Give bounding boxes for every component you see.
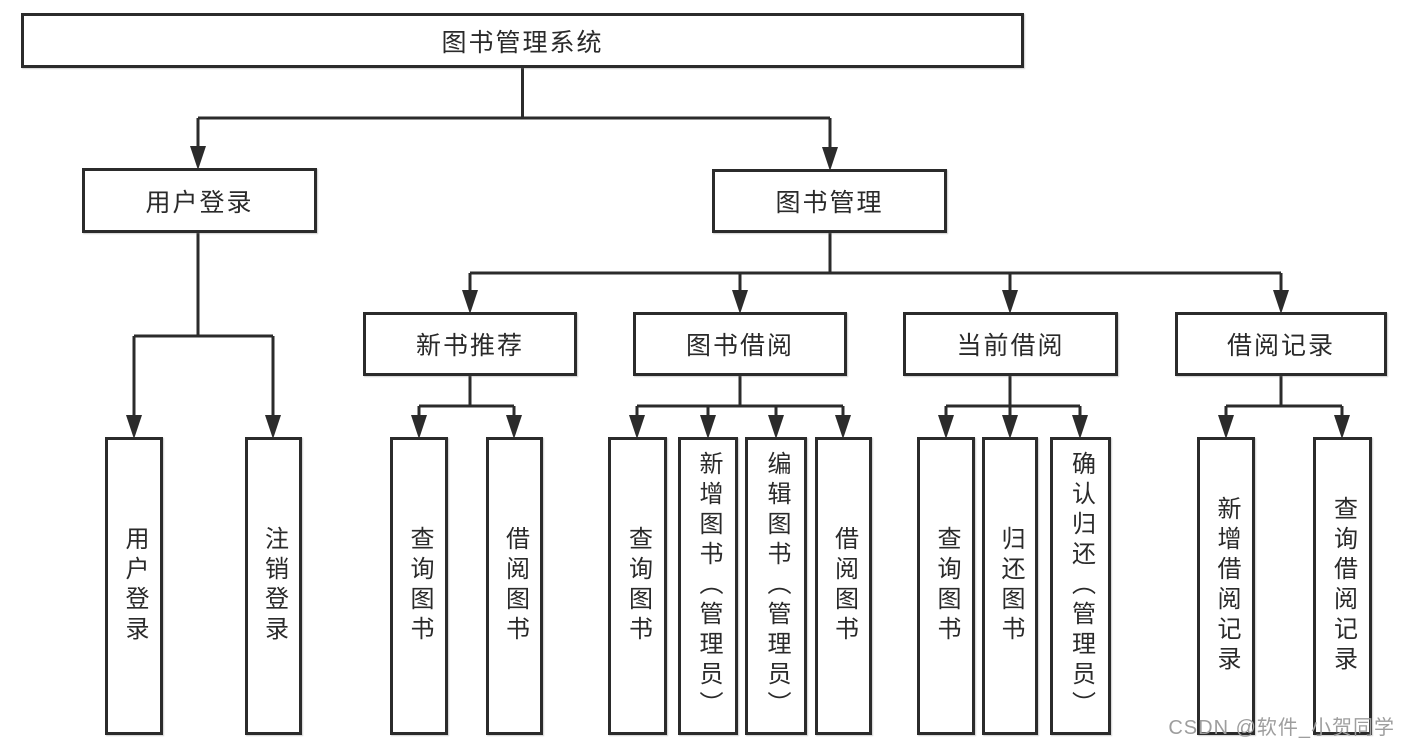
node-borrowing-records: 借阅记录 bbox=[1175, 312, 1387, 376]
leaf-query-books-recommend: 查询图书 bbox=[390, 437, 448, 735]
leaf-query-books-current: 查询图书 bbox=[917, 437, 975, 735]
node-borrowing-records-label: 借阅记录 bbox=[1226, 332, 1335, 360]
leaf-edit-book-admin-label: 编辑图书（管理员） bbox=[763, 451, 790, 721]
leaf-confirm-return-admin: 确认归还（管理员） bbox=[1050, 437, 1111, 735]
node-user-login-label: 用户登录 bbox=[145, 188, 254, 217]
leaf-add-borrow-record-label: 新增借阅记录 bbox=[1213, 496, 1240, 676]
leaf-query-books-borrowing: 查询图书 bbox=[608, 437, 667, 735]
leaf-borrow-books-borrowing: 借阅图书 bbox=[815, 437, 872, 735]
leaf-query-books-current-label: 查询图书 bbox=[933, 526, 960, 646]
node-current-borrowing-label: 当前借阅 bbox=[956, 332, 1065, 360]
leaf-user-login-label: 用户登录 bbox=[121, 526, 148, 646]
leaf-logout-label: 注销登录 bbox=[260, 526, 288, 646]
node-new-book-recommend: 新书推荐 bbox=[363, 312, 577, 376]
leaf-add-borrow-record: 新增借阅记录 bbox=[1197, 437, 1255, 735]
leaf-return-book-label: 归还图书 bbox=[997, 526, 1024, 646]
node-root-label: 图书管理系统 bbox=[441, 28, 604, 57]
node-book-borrowing: 图书借阅 bbox=[633, 312, 847, 376]
leaf-query-books-borrowing-label: 查询图书 bbox=[624, 526, 652, 646]
leaf-query-borrow-record: 查询借阅记录 bbox=[1313, 437, 1372, 735]
node-book-management: 图书管理 bbox=[712, 169, 947, 233]
leaf-borrow-books-recommend-label: 借阅图书 bbox=[501, 526, 529, 646]
leaf-confirm-return-admin-label: 确认归还（管理员） bbox=[1067, 451, 1095, 721]
leaf-add-book-admin-label: 新增图书（管理员） bbox=[695, 451, 722, 721]
node-user-login: 用户登录 bbox=[82, 168, 317, 233]
leaf-user-login: 用户登录 bbox=[105, 437, 163, 735]
node-root: 图书管理系统 bbox=[21, 13, 1024, 68]
leaf-add-book-admin: 新增图书（管理员） bbox=[678, 437, 738, 735]
node-new-book-recommend-label: 新书推荐 bbox=[415, 332, 524, 360]
leaf-borrow-books-recommend: 借阅图书 bbox=[486, 437, 543, 735]
leaf-query-books-recommend-label: 查询图书 bbox=[406, 526, 433, 646]
node-book-borrowing-label: 图书借阅 bbox=[685, 332, 794, 360]
csdn-watermark: CSDN @软件_小贺同学 bbox=[1168, 717, 1395, 739]
leaf-query-borrow-record-label: 查询借阅记录 bbox=[1329, 496, 1357, 676]
leaf-borrow-books-borrowing-label: 借阅图书 bbox=[830, 526, 858, 646]
leaf-return-book: 归还图书 bbox=[982, 437, 1038, 735]
leaf-logout: 注销登录 bbox=[245, 437, 302, 735]
leaf-edit-book-admin: 编辑图书（管理员） bbox=[745, 437, 807, 735]
node-current-borrowing: 当前借阅 bbox=[903, 312, 1118, 376]
node-book-management-label: 图书管理 bbox=[775, 189, 884, 217]
